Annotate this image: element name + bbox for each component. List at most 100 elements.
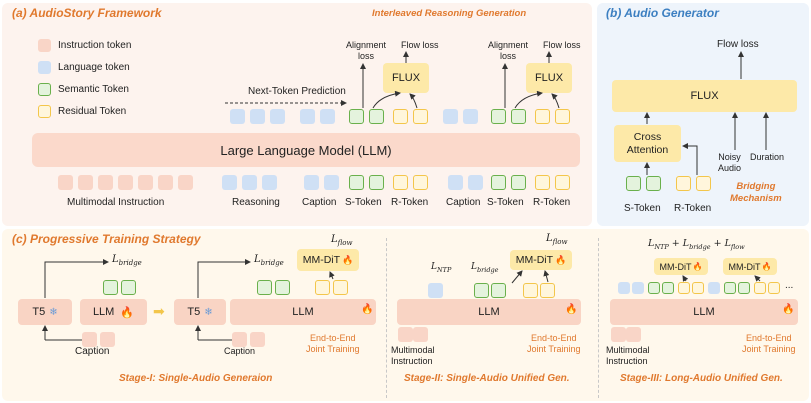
- legend-label-language: Language token: [58, 62, 130, 73]
- fire-icon: 🔥: [555, 254, 567, 265]
- token: [708, 282, 720, 294]
- caption-label-stage1-a: Caption: [75, 346, 110, 357]
- token: [257, 280, 272, 295]
- t5-box-2: T5 ❄: [174, 299, 226, 325]
- token: [275, 280, 290, 295]
- token: [618, 282, 630, 294]
- flux-box-2: FLUX: [526, 63, 572, 93]
- token: [100, 332, 115, 347]
- label-rtoken-2: R-Token: [533, 197, 571, 208]
- token: [58, 175, 73, 190]
- token: [242, 175, 257, 190]
- multimodal-label-stage2: Multimodal Instruction: [391, 345, 435, 366]
- next-token-label: Next-Token Prediction: [248, 86, 346, 97]
- llm-label-stage3: LLM: [693, 306, 715, 318]
- legend-label-semantic: Semantic Token: [58, 84, 129, 95]
- token: [230, 109, 245, 124]
- token: [369, 175, 384, 190]
- legend-swatch-residual: [38, 105, 51, 118]
- panel-b-flow-loss: Flow loss: [717, 39, 759, 50]
- mmdit-label-stage1: MM-DiT: [302, 254, 341, 266]
- token: [82, 332, 97, 347]
- fire-icon: 🔥: [120, 306, 135, 319]
- stage2-name: Stage-II: Single-Audio Unified Gen.: [404, 373, 570, 384]
- token: [393, 109, 408, 124]
- t5-box-1: T5 ❄: [18, 299, 72, 325]
- snowflake-icon: ❄: [49, 306, 58, 318]
- token: [349, 175, 364, 190]
- fire-icon: 🔥: [342, 254, 354, 265]
- legend-label-instruction: Instruction token: [58, 40, 132, 51]
- mmdit-box-stage3-a: MM-DiT 🔥: [654, 258, 708, 275]
- e2e-label-stage1: End-to-End Joint Training: [306, 333, 360, 354]
- llm-box-stage1-b: LLM: [230, 299, 376, 325]
- token: [428, 283, 443, 298]
- t5-label-1: T5: [32, 306, 46, 318]
- token: [413, 175, 428, 190]
- token: [626, 327, 641, 342]
- stage3-name: Stage-III: Long-Audio Unified Gen.: [620, 373, 783, 384]
- snowflake-icon: ❄: [204, 306, 213, 318]
- label-rtoken-1: R-Token: [391, 197, 429, 208]
- token: [648, 282, 660, 294]
- mmdit-label-stage3-b: MM-DiT: [728, 261, 761, 272]
- token: [491, 109, 506, 124]
- mmdit-box-stage2: MM-DiT 🔥: [510, 250, 572, 270]
- loss-bridge-stage1-a: Lbridge: [112, 254, 142, 267]
- panel-a-title: (a) AudioStory Framework: [12, 6, 162, 20]
- token: [103, 280, 118, 295]
- token: [468, 175, 483, 190]
- token: [611, 327, 626, 342]
- token: [738, 282, 750, 294]
- token: [511, 109, 526, 124]
- panel-b-stoken-1: [626, 176, 641, 191]
- mmdit-box-stage1: MM-DiT 🔥: [297, 249, 359, 271]
- label-caption-2: Caption: [446, 197, 481, 208]
- token: [448, 175, 463, 190]
- token: [232, 332, 247, 347]
- token: [523, 283, 538, 298]
- panel-b-rtoken-2: [696, 176, 711, 191]
- token: [333, 280, 348, 295]
- token: [270, 109, 285, 124]
- token: [754, 282, 766, 294]
- label-stoken-1: S-Token: [345, 197, 382, 208]
- ellipsis: ...: [785, 280, 794, 291]
- token: [768, 282, 780, 294]
- flow-loss-2: Flow loss: [543, 40, 581, 50]
- panel-b-flux: FLUX: [612, 80, 797, 112]
- llm-bar: Large Language Model (LLM): [32, 133, 580, 167]
- multimodal-label-stage3: Multimodal Instruction: [606, 345, 650, 366]
- fire-icon: 🔥: [361, 304, 374, 315]
- token: [222, 175, 237, 190]
- stage-divider-2: [598, 238, 599, 398]
- token: [535, 109, 550, 124]
- loss-total-stage3: LNTP + Lbridge + Lflow: [648, 238, 745, 251]
- e2e-label-stage2: End-to-End Joint Training: [527, 333, 581, 354]
- token: [540, 283, 555, 298]
- llm-label-stage1-a: LLM: [92, 306, 115, 318]
- loss-ntp-stage2: LNTP: [431, 262, 452, 274]
- llm-box-stage1-a: LLM 🔥: [80, 299, 147, 325]
- token: [304, 175, 319, 190]
- token: [491, 283, 506, 298]
- alignment-loss-1: Alignment loss: [346, 40, 387, 61]
- flux-box-1: FLUX: [383, 63, 429, 93]
- token: [463, 109, 478, 124]
- loss-bridge-stage2: Lbridge: [471, 262, 499, 274]
- fire-icon: 🔥: [782, 304, 795, 315]
- token: [443, 109, 458, 124]
- noisy-audio-label: Noisy Audio: [718, 152, 742, 173]
- token: [413, 327, 428, 342]
- panel-b-rtoken-label: R-Token: [674, 203, 712, 214]
- mmdit-label-stage3-a: MM-DiT: [659, 261, 692, 272]
- stage-divider-1: [386, 238, 387, 398]
- token: [250, 109, 265, 124]
- token: [78, 175, 93, 190]
- token: [632, 282, 644, 294]
- t5-label-2: T5: [187, 306, 201, 318]
- fire-icon: 🔥: [692, 262, 703, 271]
- token: [324, 175, 339, 190]
- fire-icon: 🔥: [565, 304, 578, 315]
- token: [491, 175, 506, 190]
